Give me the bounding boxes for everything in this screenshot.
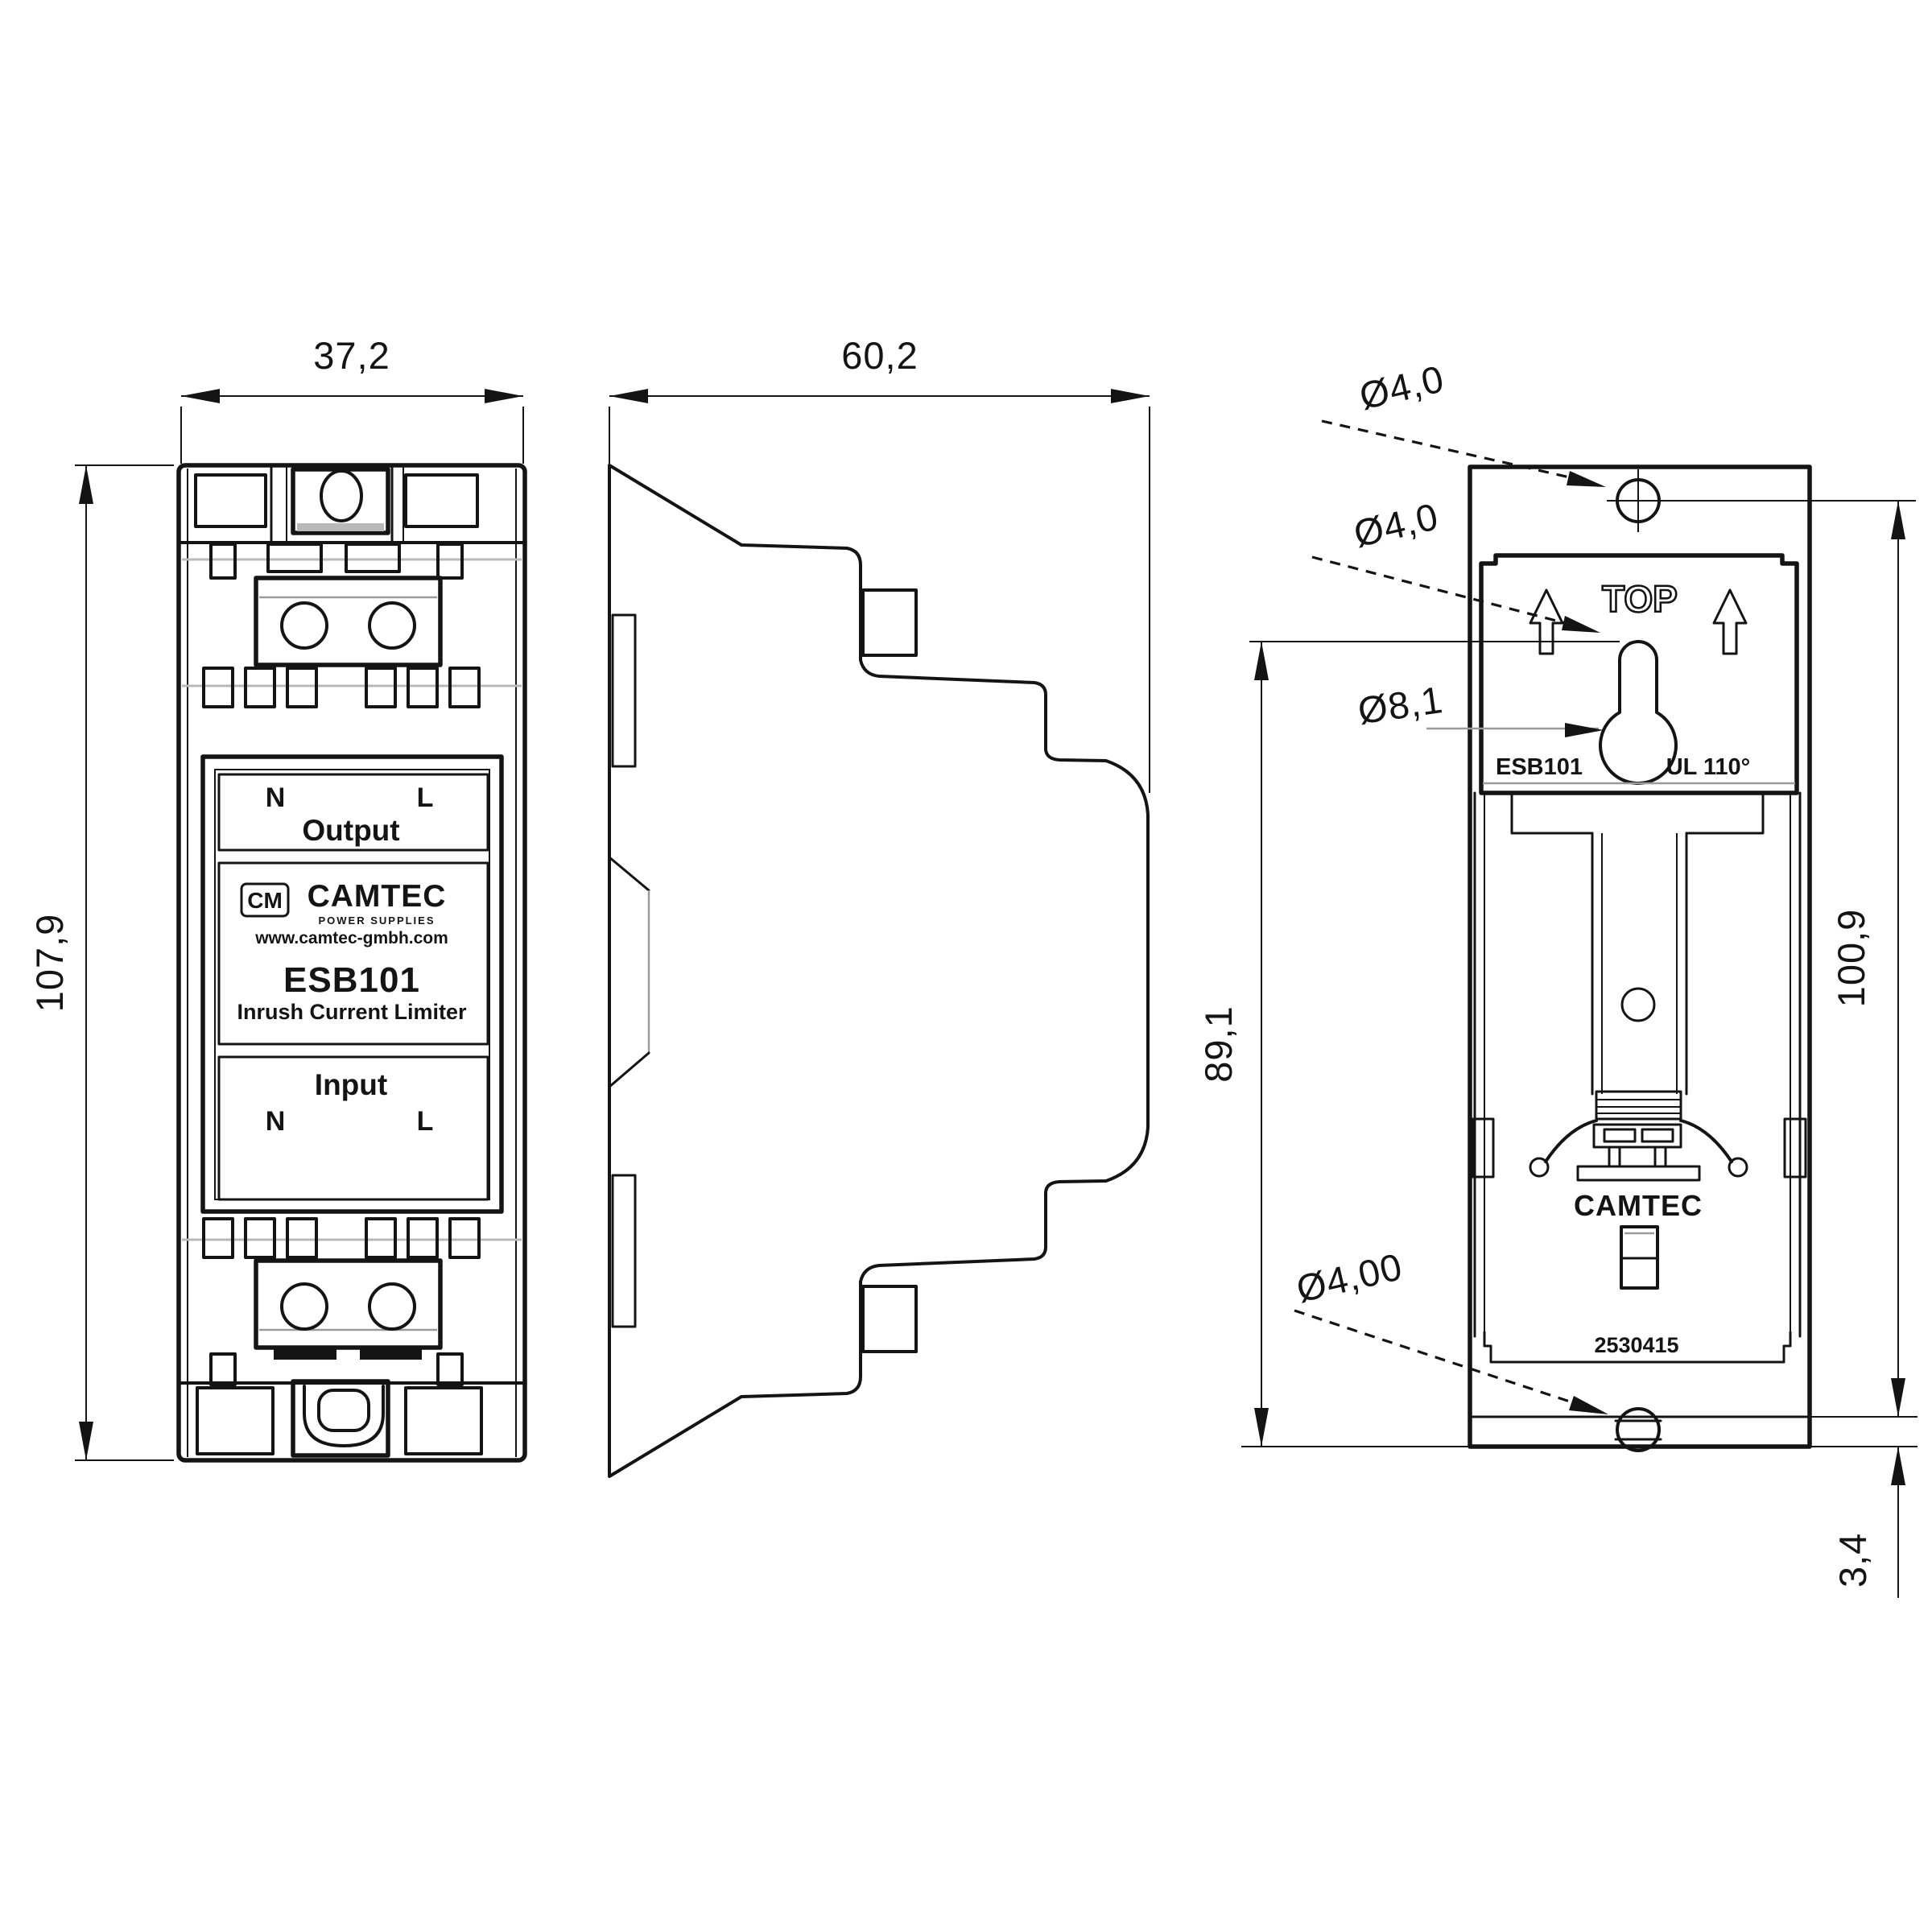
din-clip-icon [1529,1090,1748,1182]
front-upper-terminal-block [254,576,443,667]
front-upper-small-tabs [182,667,522,708]
dim-rear-right-height: 100,9 [1662,500,1918,1418]
dim-top-hole-label: Ø4,0 [1356,357,1448,417]
side-view [608,464,1150,1478]
website-label: www.camtec-gmbh.com [254,929,448,947]
dim-front-width-label: 37,2 [313,334,390,377]
dim-bottom-hole-label: Ø4,00 [1293,1245,1407,1311]
rear-view: TOP ESB101 UL 110° [1468,464,1812,1452]
brand-box [217,861,489,1046]
dim-front-width: 37,2 [180,334,524,464]
side-bottom-lug [861,1285,918,1353]
product-name-label: Inrush Current Limiter [237,1000,467,1024]
keyhole-icon [1599,640,1678,785]
rear-brand-label: CAMTEC [1574,1189,1703,1222]
logo-brand-label: CAMTEC [308,879,447,914]
din-rail-channel [1510,791,1765,1096]
front-label-panel: N L Output CM CAMTEC POWER SUPPLIES www.… [200,754,504,1214]
output-label-box [217,773,489,852]
slider-latch-icon [1620,1225,1659,1290]
dim-front-height: 107,9 [28,464,174,1461]
side-top-lug [861,588,918,657]
input-n-label: N [266,1106,286,1137]
rear-model-label: ESB101 [1496,754,1583,780]
input-l-label: L [417,1106,434,1137]
logo-cm-monogram: CM [247,888,283,913]
front-lower-terminal-block [254,1258,443,1360]
dim-top-hole: Ø4,0 [1321,357,1606,487]
dim-side-depth-label: 60,2 [841,334,918,377]
top-orientation-label: TOP [1602,578,1678,620]
front-model-label: ESB101 [283,960,420,1000]
dim-side-depth: 60,2 [609,334,1150,793]
side-front-rib-top [611,613,637,768]
dim-keyhole-slot-label: Ø4,0 [1350,494,1443,555]
dim-rear-left-height: 89,1 [1197,641,1620,1447]
side-din-notch [608,856,650,1088]
front-lower-small-tabs [182,1217,522,1259]
input-label: Input [315,1068,387,1101]
side-front-rib-bottom [611,1174,637,1328]
output-n-label: N [266,782,286,813]
dim-rear-bottom-offset-label: 3,4 [1831,1533,1874,1587]
front-view: N L Output CM CAMTEC POWER SUPPLIES www.… [176,463,527,1463]
front-top-terminal-cap [179,465,525,544]
terminal-screw-icon [368,601,416,650]
channel-hole-icon [1620,987,1656,1022]
output-l-label: L [417,782,434,813]
dim-rear-left-height-label: 89,1 [1197,1005,1240,1082]
up-arrow-icon [1529,588,1564,655]
camtec-logo: CM CAMTEC POWER SUPPLIES [240,879,447,927]
din-release-clip-icon [303,1385,385,1447]
terminal-screw-icon [368,1282,416,1331]
front-upper-tabs [182,543,522,580]
cable-hole-icon [320,469,363,522]
screw-slot-hole-icon [1614,1407,1662,1452]
front-outline [176,463,527,1463]
front-bottom-terminal-cap [179,1352,525,1458]
dim-front-height-label: 107,9 [28,914,71,1013]
dim-bottom-hole: Ø4,00 [1293,1245,1608,1414]
mounting-hole-top-icon [1607,469,1670,532]
rear-outline [1468,464,1812,1449]
logo-sub-label: POWER SUPPLIES [318,914,435,927]
part-number-label: 2530415 [1594,1333,1678,1357]
output-label: Output [302,814,399,847]
dim-rear-right-height-label: 100,9 [1830,909,1872,1008]
terminal-screw-icon [280,1282,328,1331]
input-label-box [217,1055,489,1201]
up-arrow-icon [1712,588,1748,655]
dim-keyhole-circle-label: Ø8,1 [1356,678,1446,732]
side-profile-outline [608,464,1150,1478]
rear-bottom-step [1483,1331,1792,1364]
dim-rear-bottom-offset: 3,4 [1811,1446,1918,1598]
terminal-screw-icon [280,601,328,650]
ul-rating-label: UL 110° [1666,754,1751,780]
